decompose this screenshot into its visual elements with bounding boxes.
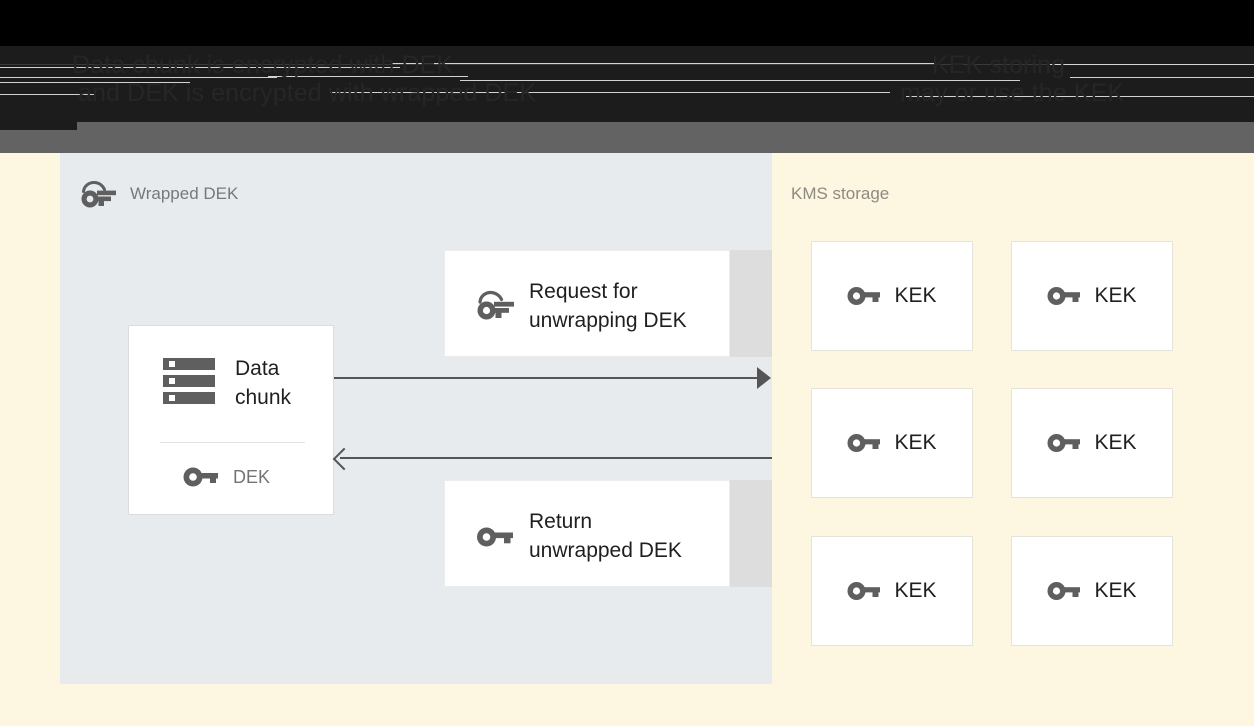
kek-box[interactable]: KEK [1011,241,1173,351]
heading-line-2: and DEK is encrypted with wrapped DEK [78,79,537,107]
kek-box[interactable]: KEK [811,388,973,498]
dek-label: DEK [233,467,271,487]
heading-line-1: Data chunk is encrypted with DEK [72,51,454,79]
key-icon [183,464,219,490]
request-arrow-head [757,367,771,389]
return-card-shadow [730,480,772,587]
request-card-shadow [730,250,772,357]
data-chunk-title: Data chunk [235,357,292,409]
key-icon [475,520,517,552]
kek-label: KEK [894,284,937,307]
top-gray-bar [0,122,1254,153]
kms-storage-label: KMS storage [791,184,890,203]
key-icon [847,430,881,456]
return-row: Return unwrapped DEK [475,507,682,565]
heading-right-line-1: KEK storing [932,51,1066,79]
return-message-text: Return unwrapped DEK [529,510,682,562]
kek-label: KEK [894,431,937,454]
request-message-card[interactable]: Request for unwrapping DEK [444,250,730,357]
server-storage-icon [161,356,217,408]
dek-row: DEK [183,464,270,490]
kek-box[interactable]: KEK [811,241,973,351]
return-message-card[interactable]: Return unwrapped DEK [444,480,730,587]
heading-band [0,46,1254,122]
key-icon [847,283,881,309]
kek-label: KEK [1094,431,1137,454]
data-chunk-row: Data chunk [161,354,291,412]
top-bar-notch [0,122,77,130]
content-area: Wrapped DEK KMS storage Data chunk [0,153,1254,726]
wrapped-key-icon [475,290,517,322]
request-row: Request for unwrapping DEK [475,277,687,335]
top-black-bar [0,0,1254,46]
request-arrow-line [334,377,766,379]
kek-box[interactable]: KEK [811,536,973,646]
data-chunk-card[interactable]: Data chunk DEK [128,325,334,515]
data-chunk-divider [160,442,305,443]
key-icon [1047,430,1081,456]
key-icon [1047,578,1081,604]
wrapped-dek-label: Wrapped DEK [130,184,239,203]
kek-label: KEK [1094,284,1137,307]
wrapped-key-icon [79,180,119,209]
key-icon [1047,283,1081,309]
request-message-text: Request for unwrapping DEK [529,280,687,332]
kek-box[interactable]: KEK [1011,388,1173,498]
kek-label: KEK [1094,579,1137,602]
kek-label: KEK [894,579,937,602]
heading-right-line-2: may or use the KEK [900,79,1125,107]
return-arrow-line [340,457,772,459]
key-icon [847,578,881,604]
kek-box[interactable]: KEK [1011,536,1173,646]
